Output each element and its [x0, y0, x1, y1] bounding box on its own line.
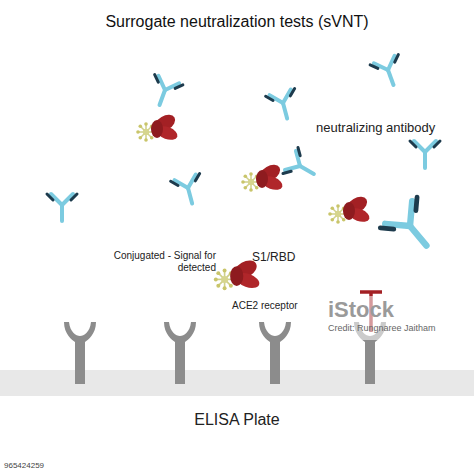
- title: Surrogate neutralization tests (sVNT): [0, 12, 474, 31]
- antibody: [145, 75, 182, 111]
- id-strip: [0, 458, 474, 474]
- receptor-label: ACE2 receptor: [232, 300, 316, 312]
- antibody: [380, 197, 445, 261]
- rbd-conjugate: [136, 111, 179, 142]
- antibody: [47, 194, 77, 221]
- image-id: 965424259: [4, 461, 124, 471]
- antibody: [410, 141, 440, 168]
- ace2-receptor: [164, 322, 196, 384]
- ace2-receptor: [64, 322, 96, 384]
- conjugate-label: Conjugated - Signal for detected: [88, 250, 216, 274]
- antibody: [266, 88, 302, 122]
- elisa-plate: [0, 370, 474, 396]
- rbd-conjugate: [328, 193, 371, 224]
- antibody: [370, 55, 407, 91]
- antibody: [171, 173, 207, 207]
- watermark: iStock: [328, 297, 468, 323]
- plate-label: ELISA Plate: [137, 410, 337, 429]
- antibody-label: neutralizing antibody: [316, 120, 472, 136]
- watermark-box: [318, 296, 474, 340]
- ace2-receptor: [259, 322, 291, 384]
- antibody: [283, 148, 321, 187]
- credit-note: Credit: Rungnaree Jaitham: [328, 323, 474, 334]
- rbd-conjugate: [241, 161, 284, 192]
- rbd-label: S1/RBD: [252, 250, 312, 264]
